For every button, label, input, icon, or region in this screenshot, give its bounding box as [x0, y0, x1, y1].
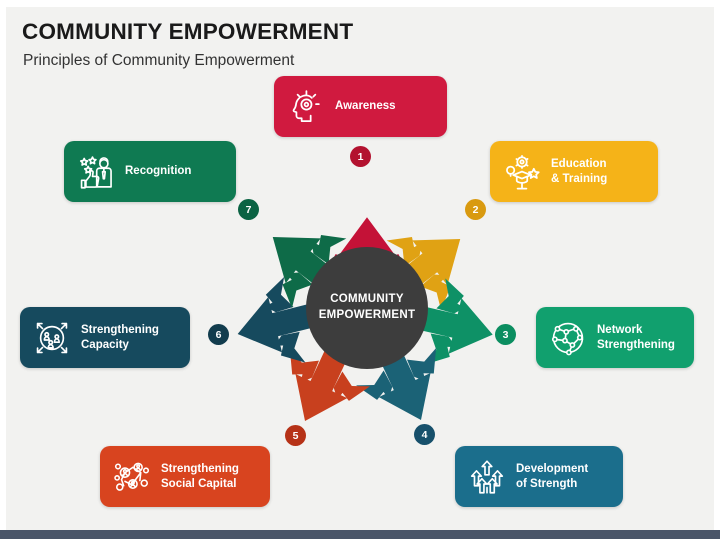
pill-network-strengthening-label: Network Strengthening: [597, 324, 675, 351]
badge-5[interactable]: 5: [285, 425, 306, 446]
head-lightbulb-icon: [284, 85, 328, 129]
pill-education-training-label: Education & Training: [551, 158, 608, 185]
graduate-gear-icon: [500, 150, 544, 194]
page-subtitle: Principles of Community Empowerment: [23, 52, 295, 69]
center-hub-text: COMMUNITY EMPOWERMENT: [319, 292, 416, 323]
top-margin: [0, 0, 720, 7]
badge-7[interactable]: 7: [238, 199, 259, 220]
left-margin: [0, 0, 6, 539]
pill-awareness-label: Awareness: [335, 100, 396, 113]
pill-strengthening-capacity-label: Strengthening Capacity: [81, 324, 159, 351]
arrow-6-capacity: [237, 276, 321, 363]
right-margin: [714, 0, 720, 539]
center-hub-line2: EMPOWERMENT: [318, 309, 416, 321]
badge-4[interactable]: 4: [414, 424, 435, 445]
capacity-circle-icon: [30, 316, 74, 360]
badge-3[interactable]: 3: [495, 324, 516, 345]
badge-6[interactable]: 6: [208, 324, 229, 345]
pill-development-of-strength[interactable]: Development of Strength: [455, 446, 623, 507]
center-hub: COMMUNITY EMPOWERMENT: [306, 247, 428, 369]
people-network-icon: [110, 455, 154, 499]
globe-network-icon: [546, 316, 590, 360]
center-hub-line1: COMMUNITY: [330, 293, 404, 306]
growth-arrows-icon: [465, 455, 509, 499]
pill-strengthening-capacity[interactable]: Strengthening Capacity: [20, 307, 190, 368]
badge-2[interactable]: 2: [465, 199, 486, 220]
page-title: COMMUNITY EMPOWERMENT: [22, 19, 354, 44]
pill-strengthening-social-capital-label: Strengthening Social Capital: [161, 463, 239, 490]
pill-development-of-strength-label: Development of Strength: [516, 463, 589, 490]
pill-awareness[interactable]: Awareness: [274, 76, 447, 137]
pill-strengthening-social-capital[interactable]: Strengthening Social Capital: [100, 446, 270, 507]
pill-network-strengthening[interactable]: Network Strengthening: [536, 307, 694, 368]
thumbs-up-stars-icon: [74, 150, 118, 194]
badge-1[interactable]: 1: [350, 146, 371, 167]
pill-education-training[interactable]: Education & Training: [490, 141, 658, 202]
pill-recognition[interactable]: Recognition: [64, 141, 236, 202]
bottom-bar: [0, 530, 720, 539]
pill-recognition-label: Recognition: [125, 165, 192, 178]
